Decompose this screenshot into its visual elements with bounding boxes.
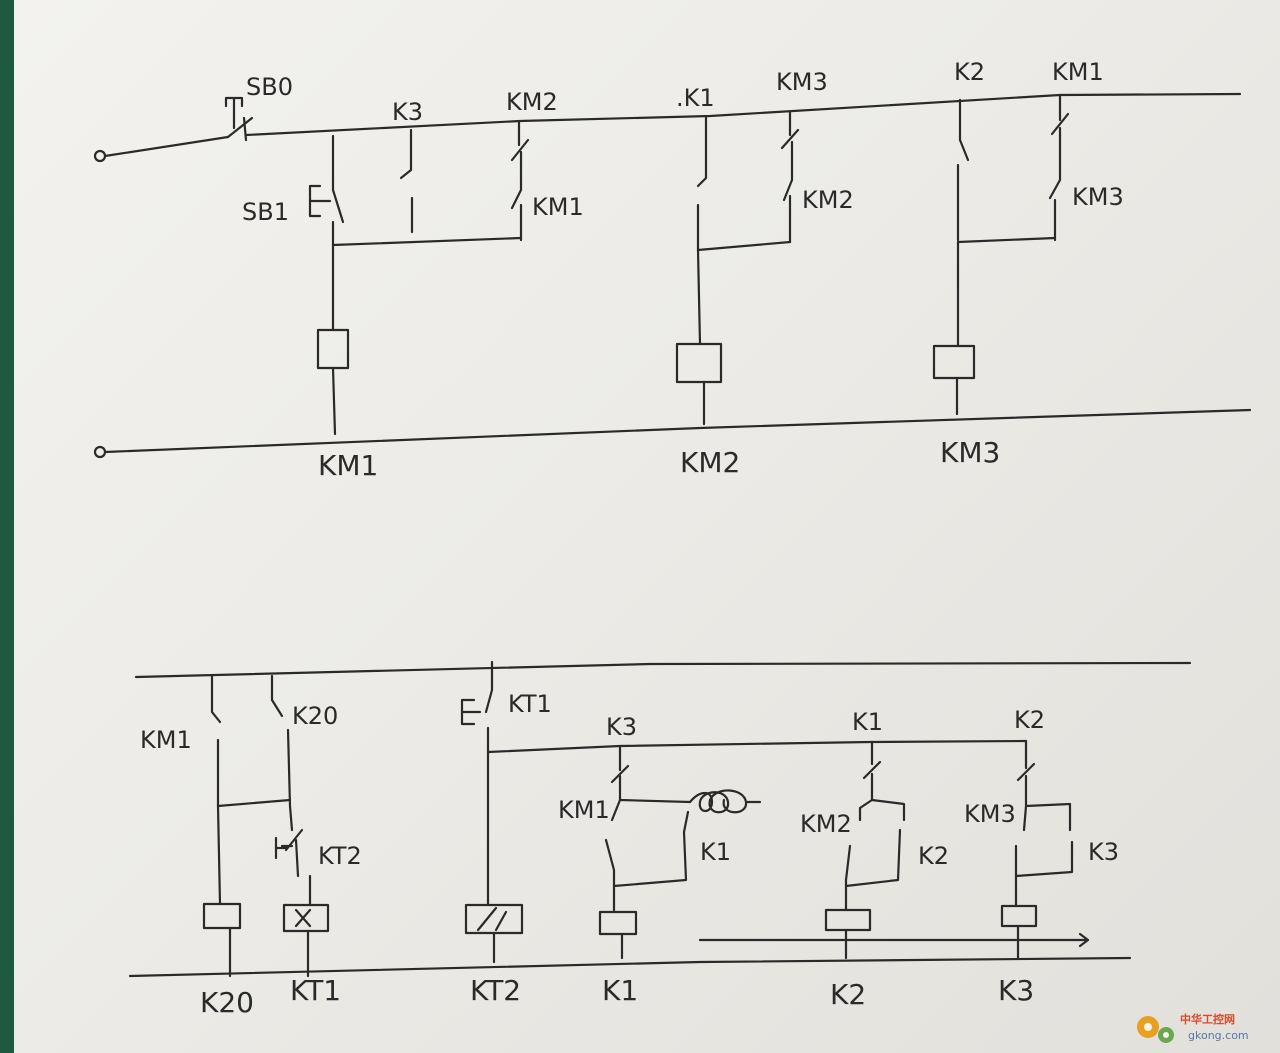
label-sb1: SB1 bbox=[242, 198, 289, 226]
coil-k1-scribble bbox=[688, 789, 748, 814]
bottom-circuit: KM1 K20 KT2 KT1 K3 KM1 K1 K1 KM2 K2 K2 K… bbox=[128, 660, 1192, 1019]
top-rail-left bbox=[103, 135, 230, 158]
sb1-button bbox=[308, 184, 332, 218]
sb0-button-cap bbox=[224, 96, 244, 130]
label-coil-km1: KM1 bbox=[318, 449, 378, 482]
kt1-no-contact bbox=[484, 660, 494, 907]
label-k20: K20 bbox=[292, 702, 338, 730]
label-k1: .K1 bbox=[676, 84, 715, 112]
label-coil-kt1: KT1 bbox=[290, 974, 341, 1007]
label-coil-km3: KM3 bbox=[940, 436, 1000, 469]
watermark-cn: 中华工控网 bbox=[1180, 1012, 1235, 1026]
label-coil-kt2: KT2 bbox=[470, 974, 521, 1007]
label-k1-hold: K1 bbox=[700, 838, 731, 866]
coil-k1 bbox=[598, 910, 638, 936]
circuit-diagram: SB0 K3 KM2 .K1 KM3 K2 KM1 SB1 KM1 KM2 KM… bbox=[93, 58, 1252, 1019]
top-rail bbox=[244, 92, 1242, 137]
label-km3-c: KM3 bbox=[964, 800, 1016, 828]
k2-no-contact bbox=[956, 98, 970, 242]
k20-hold-contact bbox=[270, 674, 292, 808]
label-km1: KM1 bbox=[140, 726, 192, 754]
label-k3-hold: K3 bbox=[1088, 838, 1119, 866]
label-sb0: SB0 bbox=[246, 73, 293, 101]
label-km2-c: KM2 bbox=[800, 810, 852, 838]
arrow-line bbox=[698, 932, 1090, 948]
coil-k20 bbox=[202, 902, 242, 930]
top-circuit: SB0 K3 KM2 .K1 KM3 K2 KM1 SB1 KM1 KM2 KM… bbox=[93, 58, 1252, 482]
sb0-stop-contact bbox=[226, 116, 254, 139]
km2-rung-join bbox=[696, 240, 792, 252]
label-km3-no: KM3 bbox=[1072, 183, 1124, 211]
sb1-start-contact bbox=[331, 188, 345, 224]
km3-nc-km2-no-branch bbox=[780, 110, 800, 244]
k1-nc-km2-k2-branch bbox=[844, 740, 906, 912]
k1-hold-branch bbox=[612, 810, 690, 888]
k1-no-contact bbox=[696, 114, 708, 252]
km1-nc-km3-no-branch bbox=[1048, 94, 1070, 242]
coil-k2 bbox=[824, 908, 872, 932]
label-k2: K2 bbox=[954, 58, 985, 86]
coil-k3 bbox=[1000, 904, 1038, 928]
label-coil-k2: K2 bbox=[830, 978, 866, 1011]
coil-kt1 bbox=[282, 903, 330, 933]
label-coil-k3: K3 bbox=[998, 974, 1034, 1007]
label-coil-km2: KM2 bbox=[680, 446, 740, 479]
label-coil-k1: K1 bbox=[602, 974, 638, 1007]
k20-rung-join bbox=[216, 798, 292, 808]
watermark-en: gkong.com bbox=[1188, 1029, 1249, 1042]
label-km2-no: KM2 bbox=[802, 186, 854, 214]
label-kt1-contact: KT1 bbox=[508, 690, 552, 718]
label-k2-nc: K2 bbox=[1014, 706, 1045, 734]
coil-km3 bbox=[932, 344, 976, 380]
coil-km1 bbox=[316, 328, 350, 370]
label-k3: K3 bbox=[392, 98, 423, 126]
label-k2-hold: K2 bbox=[918, 842, 949, 870]
label-kt2-contact: KT2 bbox=[318, 842, 362, 870]
label-k1-nc: K1 bbox=[852, 708, 883, 736]
km3-rung-join bbox=[956, 236, 1057, 244]
bottom-bottom-rail bbox=[128, 956, 1132, 978]
kt2-nc-contact bbox=[284, 804, 304, 878]
label-k3-nc: K3 bbox=[606, 713, 637, 741]
label-km1-nc: KM1 bbox=[1052, 58, 1104, 86]
gear-icon bbox=[1137, 1016, 1174, 1043]
label-coil-k20: K20 bbox=[200, 986, 254, 1019]
terminal-top-left bbox=[93, 149, 107, 163]
k3-no-contact bbox=[399, 128, 414, 234]
coil-km2 bbox=[675, 342, 723, 384]
bottom-rail bbox=[103, 408, 1252, 454]
paper-sheet: SB0 K3 KM2 .K1 KM3 K2 KM1 SB1 KM1 KM2 KM… bbox=[14, 0, 1280, 1053]
k2-nc-km3-k3-branch bbox=[1014, 739, 1074, 908]
label-km1-c: KM1 bbox=[558, 796, 610, 824]
k-bus bbox=[486, 739, 1028, 754]
label-km2-nc: KM2 bbox=[506, 88, 558, 116]
label-km1-no: KM1 bbox=[532, 193, 584, 221]
gkong-watermark: 中华工控网 gkong.com bbox=[1137, 1012, 1249, 1043]
terminal-bottom-left bbox=[93, 445, 107, 459]
label-km3-nc: KM3 bbox=[776, 68, 828, 96]
km1-rung-join bbox=[331, 236, 523, 247]
km1-no-contact-k20 bbox=[210, 674, 222, 808]
km2-nc-km1-no-branch bbox=[510, 120, 530, 242]
bottom-top-rail bbox=[134, 661, 1192, 679]
